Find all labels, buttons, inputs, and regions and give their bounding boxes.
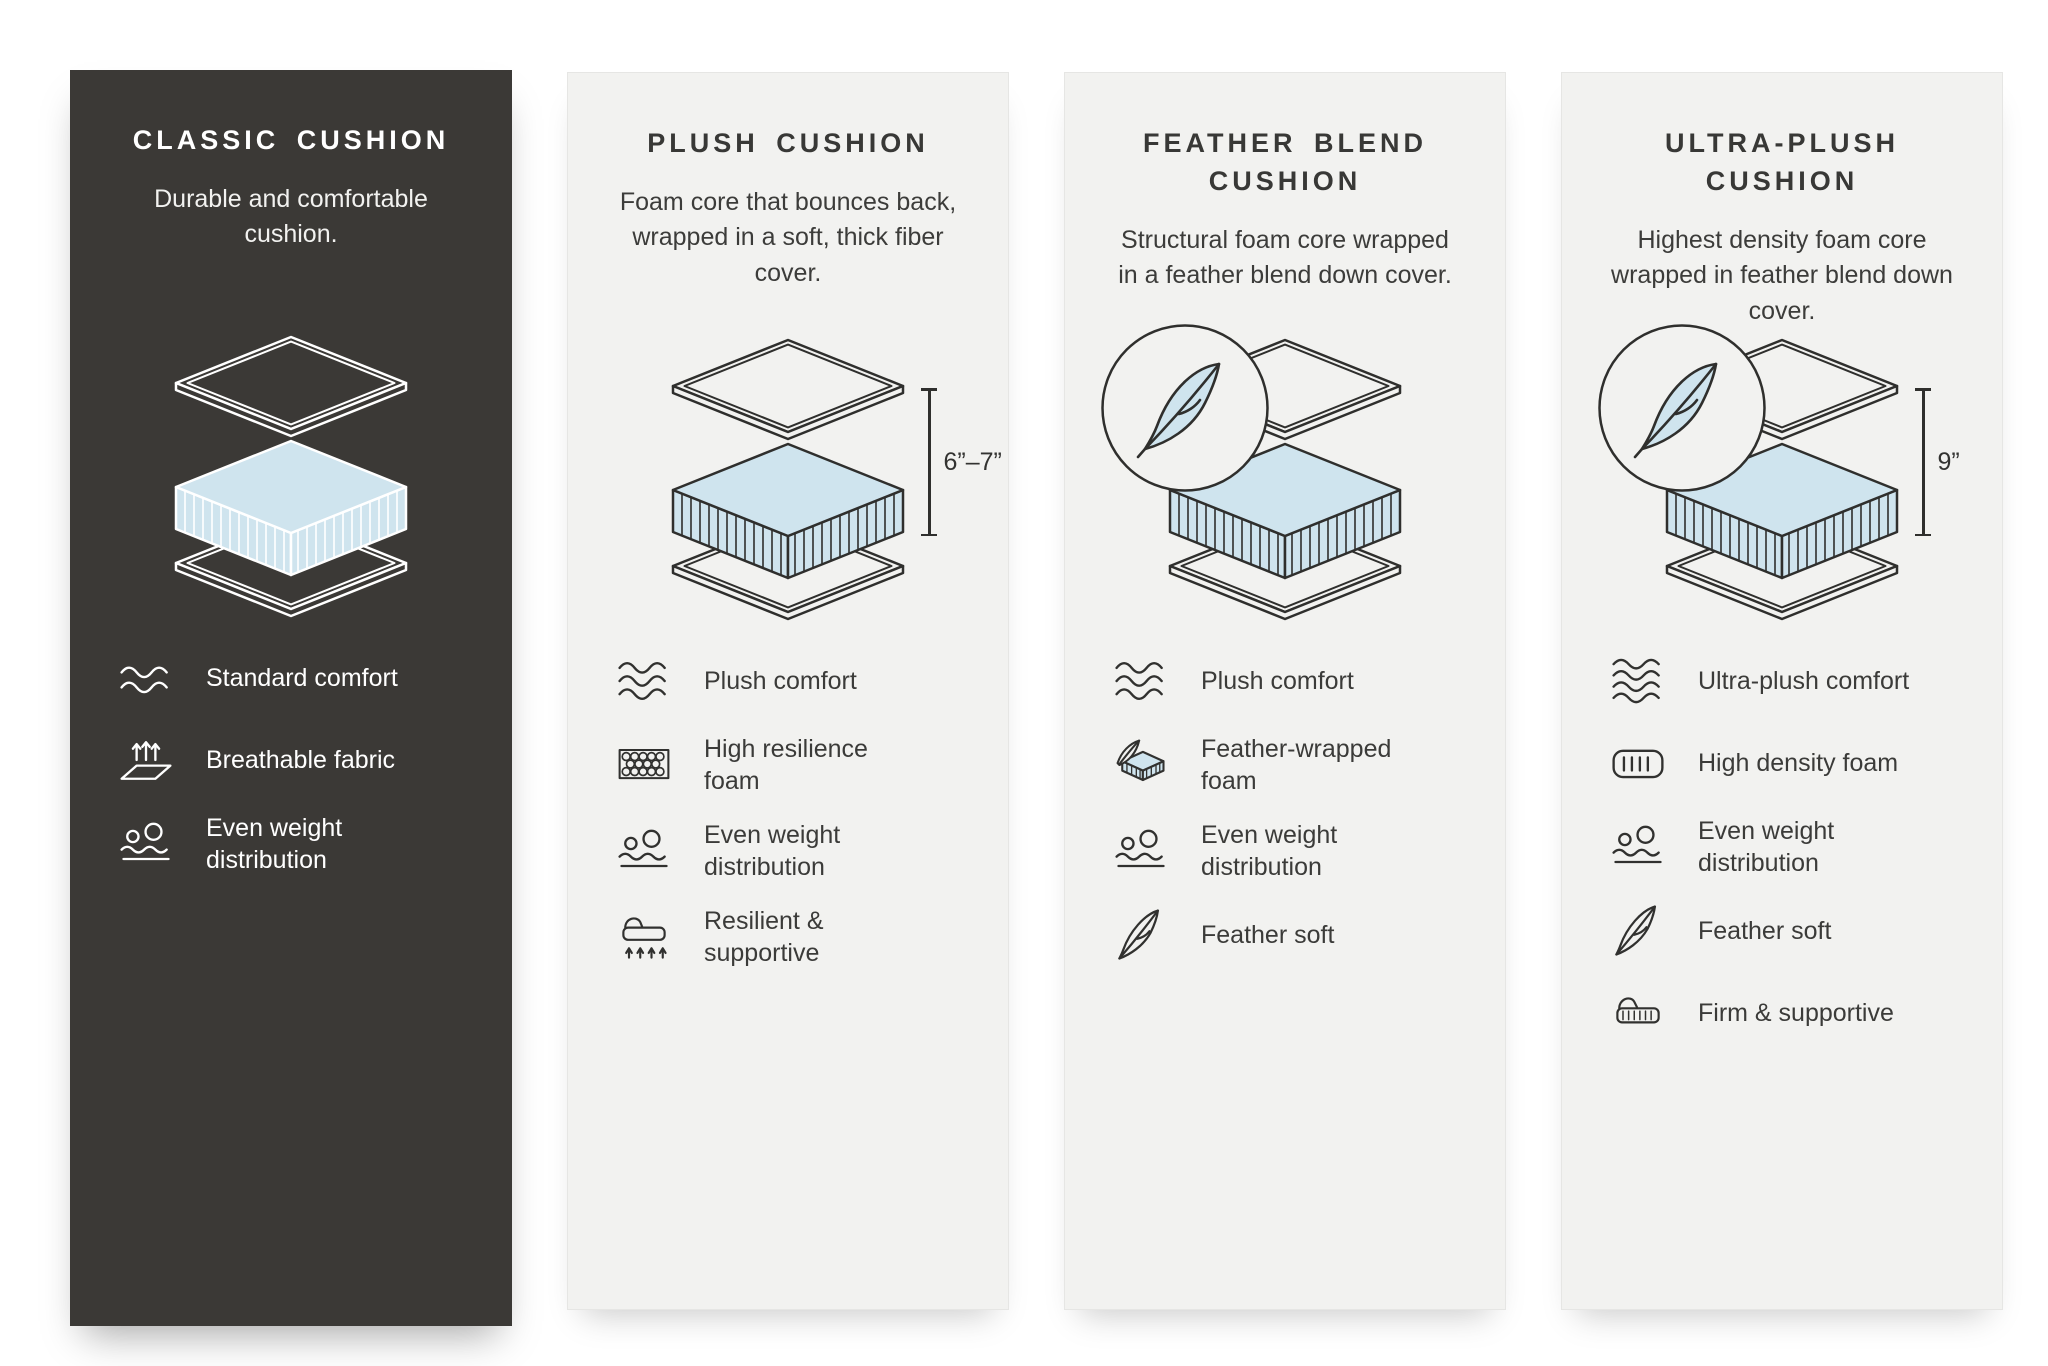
card-title: FEATHER BLEND CUSHION [1143,128,1427,196]
feather-icon [1608,901,1668,961]
feature-row: Even weight distribution [1608,815,1966,879]
feature-row: Feather-wrapped foam [1111,733,1469,797]
feature-label: Breathable fabric [206,746,396,774]
waves-icon [614,651,674,711]
feature-label: Plush comfort [1201,667,1354,695]
feather-badge-icon [1596,322,1768,494]
card-description: Highest density foam core wrapped in fea… [1611,225,1953,325]
weight-distribution-icon [614,821,674,881]
measurement-line [1916,388,1930,536]
feature-label: High resilience foam [704,735,868,795]
weight-distribution-icon [1608,817,1668,877]
feature-row: Breathable fabric [116,730,476,790]
weight-distribution-icon [1111,821,1171,881]
feather-blend-cushion-card: FEATHER BLEND CUSHION Structural foam co… [1064,72,1506,1310]
feature-row: High density foam [1608,733,1966,793]
card-row: CLASSIC CUSHION Durable and comfortable … [70,70,2003,1326]
feature-row: Even weight distribution [614,819,972,883]
feature-label: Feather soft [1201,921,1335,949]
feature-list: Standard comfort Breathable fabric Even … [116,648,476,898]
card-description: Durable and comfortable cushion. [154,184,428,249]
feature-label: Feather-wrapped foam [1201,735,1392,795]
waves-icon [1111,651,1171,711]
feature-row: Feather soft [1608,901,1966,961]
feather-badge-icon [1099,322,1271,494]
cushion-layers-illustration [628,328,948,626]
feature-row: High resilience foam [614,733,972,797]
feature-label: Even weight distribution [1698,817,1835,877]
card-description: Foam core that bounces back, wrapped in … [619,187,957,287]
measurement-value: 6”–7” [943,447,1002,476]
feature-row: Even weight distribution [116,812,476,876]
cushion-layers-diagram: 6”–7” [628,328,1002,626]
feature-label: Firm & supportive [1698,999,1894,1027]
feature-list: Plush comfort High resilience foam Even … [614,651,972,991]
feature-row: Even weight distribution [1111,819,1469,883]
feature-row: Feather soft [1111,905,1469,965]
feature-row: Plush comfort [614,651,972,711]
weight-distribution-icon [116,814,176,874]
feature-row: Standard comfort [116,648,476,708]
feather-icon [1111,905,1171,965]
feature-row: Resilient & supportive [614,905,972,969]
card-title: CLASSIC CUSHION [132,125,450,155]
feature-label: Standard comfort [206,664,398,692]
feature-label: Ultra-plush comfort [1698,667,1910,695]
density-foam-icon [1608,733,1668,793]
feature-label: Resilient & supportive [704,907,824,967]
feature-label: Even weight distribution [704,821,841,881]
measurement-line [922,388,936,536]
plush-cushion-card: PLUSH CUSHION Foam core that bounces bac… [567,72,1009,1310]
feather-badge-illustration [1596,322,1768,494]
waves-icon [1608,651,1668,711]
height-measurement: 9” [1916,388,1960,536]
feature-row: Ultra-plush comfort [1608,651,1966,711]
card-title: PLUSH CUSHION [647,128,929,158]
card-title: ULTRA-PLUSH CUSHION [1665,128,1899,196]
classic-cushion-card: CLASSIC CUSHION Durable and comfortable … [70,70,512,1326]
height-measurement: 6”–7” [922,388,1002,536]
feather-badge-illustration [1099,322,1271,494]
waves-icon [116,648,176,708]
measurement-value: 9” [1937,447,1960,476]
cushion-layers-diagram: 9” [1622,328,1960,626]
cushion-layers-diagram [1125,328,1445,626]
feature-row: Firm & supportive [1608,983,1966,1043]
feature-list: Plush comfort Feather-wrapped foam Even … [1111,651,1469,987]
ultra-plush-cushion-card: ULTRA-PLUSH CUSHION Highest density foam… [1561,72,2003,1310]
supportive-icon [614,907,674,967]
feature-label: Feather soft [1698,917,1832,945]
feature-label: High density foam [1698,749,1899,777]
feather-foam-icon [1111,735,1171,795]
feature-list: Ultra-plush comfort High density foam Ev… [1608,651,1966,1065]
feature-label: Plush comfort [704,667,857,695]
cushion-layers-diagram [131,325,451,623]
breathable-fabric-icon [116,730,176,790]
feature-label: Even weight distribution [1201,821,1338,881]
cushion-layers-illustration [131,325,451,623]
firm-supportive-icon [1608,983,1668,1043]
feature-row: Plush comfort [1111,651,1469,711]
card-description: Structural foam core wrapped in a feathe… [1118,225,1452,290]
resilience-foam-icon [614,735,674,795]
feature-label: Even weight distribution [206,814,343,874]
